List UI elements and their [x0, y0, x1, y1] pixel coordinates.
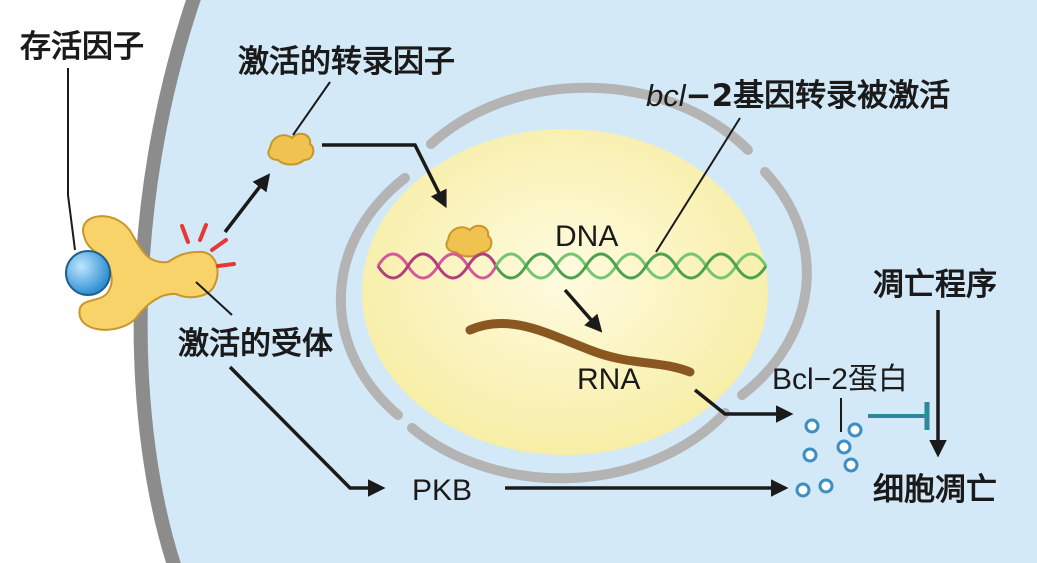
dna-strand-pink-b	[376, 252, 498, 280]
label-bcl2-gene-prefix: bcl	[646, 78, 687, 113]
nuclear-envelope	[335, 82, 812, 484]
label-apoptosis-program: 凋亡程序	[873, 267, 997, 303]
leader-lines	[67, 68, 842, 432]
dna-helix	[376, 252, 768, 280]
label-activated-transcription-factor: 激活的转录因子	[238, 44, 455, 80]
bcl2-molecule	[818, 478, 834, 494]
label-bcl2-protein: Bcl−2蛋白	[772, 363, 908, 396]
label-bcl2-gene-suffix: −2基因转录被激活	[686, 78, 951, 114]
label-pkb: PKB	[412, 474, 472, 507]
transcription-factor-bound	[445, 224, 493, 258]
inhibit-bar-icon	[868, 402, 930, 430]
receptor	[78, 215, 219, 331]
label-dna: DNA	[555, 220, 618, 253]
receptor-body	[78, 215, 219, 331]
activation-marks	[180, 223, 236, 268]
transcription-factor	[267, 132, 315, 166]
arrow-icon	[223, 143, 947, 497]
bcl2-molecule	[843, 457, 859, 473]
bcl2-molecule	[802, 447, 818, 463]
bcl2-protein-molecules	[795, 418, 863, 498]
label-survival-factor: 存活因子	[20, 29, 144, 65]
rna-strand	[465, 318, 695, 377]
bcl2-molecule	[795, 482, 811, 498]
bcl2-molecule	[836, 439, 852, 455]
label-rna: RNA	[577, 363, 640, 396]
label-bcl2-gene-activated: bcl−2基因转录被激活	[646, 78, 950, 114]
dna-strand-green-a	[494, 252, 768, 280]
dna-strand-green-b	[494, 252, 768, 280]
survival-factor-ligand	[65, 250, 111, 296]
bcl2-molecule	[847, 422, 863, 438]
label-apoptosis: 细胞凋亡	[873, 472, 997, 508]
bcl2-molecule	[804, 418, 820, 434]
label-activated-receptor: 激活的受体	[178, 326, 333, 362]
